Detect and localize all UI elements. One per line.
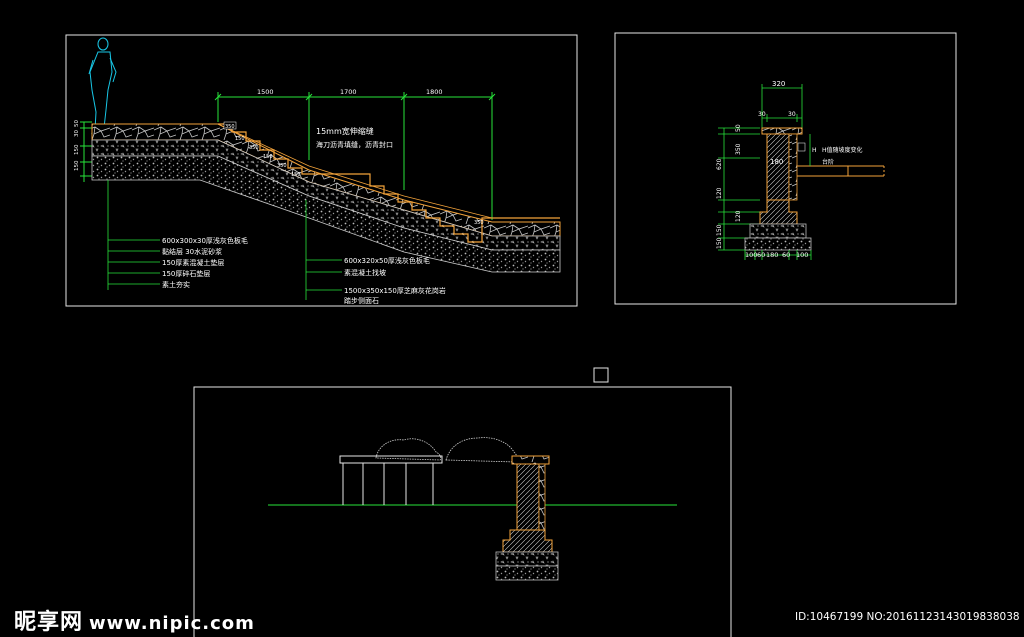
callout-left-5: 素土夯实 <box>162 280 190 289</box>
wall-note-2: 台阶 <box>822 158 834 166</box>
stair-top-dimensions <box>214 92 496 220</box>
wall-dim-left-120a: 120 <box>716 187 723 199</box>
elev-wall-footing <box>502 529 553 553</box>
wall-facing <box>788 133 798 201</box>
expansion-joint-note: 15mm宽伸缩缝 <box>316 126 374 136</box>
wall-stem <box>766 133 790 201</box>
step-tag-3: 350 <box>249 145 259 151</box>
wall-h-label: H <box>812 147 817 154</box>
elev-wall-cap <box>511 455 550 465</box>
wall-dim-bottom-100b: 100 <box>796 251 808 259</box>
step-tag-1: 350 <box>225 124 235 130</box>
wall-dim-30b: 30 <box>788 111 796 118</box>
elevation-panel <box>193 386 732 637</box>
elev-wall-facing <box>538 463 546 531</box>
wall-dim-left-50: 50 <box>735 124 742 132</box>
wall-dim-left-150b: 150 <box>716 237 723 249</box>
stair-dim-left-1: 50 <box>74 120 80 127</box>
human-figure-icon <box>88 37 117 134</box>
wall-dim-left-350: 350 <box>735 143 742 155</box>
callout-right-2: 素混凝土找坡 <box>344 268 386 277</box>
callout-right-4: 踏步侧面石 <box>344 296 379 305</box>
wall-dim-left-150a: 150 <box>716 224 723 236</box>
wall-center-dim: 180 <box>770 158 783 166</box>
wall-dim-bottom-180: 180 <box>766 251 778 259</box>
wall-footing-base <box>749 223 807 239</box>
wall-h-box <box>797 142 806 152</box>
elev-wall-concrete-base <box>495 551 559 567</box>
wall-detail-panel: 320 30 30 50 350 620 120 120 150 150 180 <box>614 32 957 305</box>
wall-dim-320: 320 <box>772 80 785 88</box>
callout-left-2: 黏结层 30水泥砂浆 <box>162 247 222 256</box>
right-callout-leaders <box>305 200 342 300</box>
callout-left-3: 150厚素混凝土垫层 <box>162 258 224 267</box>
wall-dim-left-120b: 120 <box>735 210 742 222</box>
step-tag-4: 150 <box>263 154 273 160</box>
stair-dim-left-2: 30 <box>74 130 80 137</box>
stair-gravel-layer <box>91 155 561 273</box>
wall-dim-30a: 30 <box>758 111 766 118</box>
wall-dim-bottom-60b: 60 <box>782 251 790 259</box>
shrub-left-icon <box>375 438 442 461</box>
wall-top-dimensions <box>761 84 803 128</box>
watermark-brand: 昵享网 <box>14 610 84 635</box>
shrub-right-icon <box>445 437 518 463</box>
stair-dim-left-3: 150 <box>74 144 80 155</box>
watermark-url: www.nipic.com <box>89 613 255 634</box>
wall-cap <box>761 127 803 135</box>
pergola-posts <box>342 463 434 505</box>
elev-wall-stem <box>516 463 540 531</box>
step-tag-7: 350 <box>474 220 484 226</box>
stair-dim-1700: 1700 <box>340 88 357 96</box>
step-tag-6: 150 <box>291 172 301 178</box>
stair-dim-1800: 1800 <box>426 88 443 96</box>
step-tag-2: 150 <box>235 136 245 142</box>
wall-bottom-dimensions <box>744 250 812 260</box>
wall-dim-bottom-100a: 100 <box>745 251 757 259</box>
pergola-beam <box>339 455 443 464</box>
callout-left-1: 600x300x30厚浅灰色板毛 <box>162 236 248 245</box>
step-tag-group: 350 150 350 150 350 150 350 <box>223 121 484 226</box>
expansion-joint-note-2: 海刀沥青填缝，沥青封口 <box>316 140 393 149</box>
callout-right-1: 600x320x50厚浅灰色板毛 <box>344 256 430 265</box>
left-callout-leaders <box>107 180 160 290</box>
stair-dim-1500: 1500 <box>257 88 274 96</box>
callout-right-3: 1500x350x150厚芝麻灰花岗岩 <box>344 286 446 295</box>
adjacent-pavement <box>797 165 885 177</box>
stair-left-dimensions <box>80 121 92 182</box>
wall-dim-left-620: 620 <box>716 158 723 170</box>
stair-section-panel: 1500 1700 1800 50 30 150 150 350 150 35 <box>65 34 578 307</box>
wall-footing-top <box>759 199 798 225</box>
marker-square <box>593 367 609 383</box>
elev-wall-gravel-base <box>495 565 559 581</box>
callout-left-4: 150厚碎石垫层 <box>162 269 210 278</box>
stair-dim-left-4: 150 <box>74 160 80 171</box>
step-tag-5: 350 <box>277 163 287 169</box>
stair-slope-line <box>217 123 493 219</box>
wall-dim-bottom-60a: 60 <box>757 251 765 259</box>
wall-gravel-base <box>744 237 812 251</box>
wall-note-1: H值随坡度变化 <box>822 146 863 154</box>
image-id-label: ID:10467199 NO:20161123143019838038 <box>795 611 1020 623</box>
